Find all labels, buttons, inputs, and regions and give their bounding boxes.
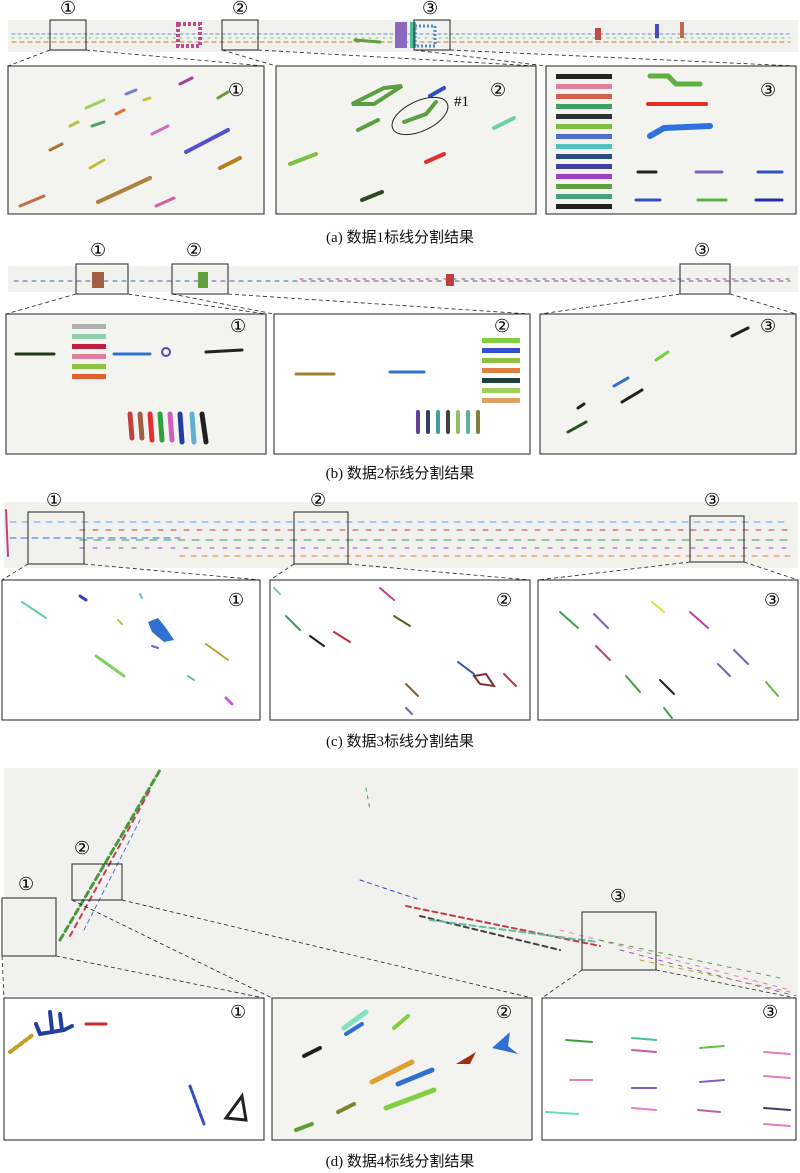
- panel-b-label-2: ②: [186, 240, 203, 261]
- panel-a-selection-2: [221, 19, 259, 51]
- panel-d-overview-marks: [58, 768, 797, 997]
- panel-a-label-2: ②: [232, 0, 249, 19]
- panel-b-zoom-3-marks: [566, 326, 750, 434]
- panel-b: [5, 263, 798, 455]
- panel-b-zoom-3-label: ③: [760, 316, 777, 337]
- panel-b-selection-1: [75, 263, 129, 295]
- panel-a-zoom-1-label: ①: [228, 80, 245, 101]
- panel-a-zoom-2: [275, 65, 537, 215]
- panel-b-zoom-2-label: ②: [494, 316, 511, 337]
- panel-d-overview: [4, 768, 798, 996]
- panel-a-zoom-1-marks: [18, 76, 242, 208]
- panel-a-selection-3: [413, 19, 451, 51]
- panel-a-caption: (a) 数据1标线分割结果: [326, 230, 474, 246]
- panel-d: [1, 768, 798, 1141]
- panel-d-zoom-3-label: ③: [762, 1002, 779, 1023]
- panel-b-overview-marks: [13, 272, 791, 288]
- panel-a-zoom-1: [7, 65, 265, 215]
- panel-c-zoom-2-marks: [273, 587, 517, 715]
- panel-a-label-1: ①: [60, 0, 77, 19]
- panel-d-zoom-2-label: ②: [496, 1002, 513, 1023]
- panel-c-selection-1: [27, 511, 85, 565]
- panel-c-selection-2: [293, 511, 349, 565]
- panel-a-zoom-2-marks: [288, 84, 516, 202]
- panel-b-zoom-1-label: ①: [230, 316, 247, 337]
- panel-b-label-3: ③: [694, 240, 711, 261]
- panel-b-zoom-1: [5, 313, 267, 455]
- panel-d-label-3: ③: [610, 886, 627, 907]
- panel-c-overview-strip: [4, 502, 798, 568]
- panel-a-annotation: #1: [454, 94, 469, 110]
- panel-c-zoom-3-label: ③: [764, 590, 781, 611]
- panel-d-caption: (d) 数据4标线分割结果: [325, 1154, 475, 1170]
- panel-b-zoom-2-marks: [294, 338, 520, 434]
- panel-d-label-1: ①: [18, 874, 35, 895]
- panel-c-label-1: ①: [46, 490, 63, 511]
- panel-b-zoom-1-marks: [14, 324, 244, 445]
- panel-b-label-1: ①: [90, 240, 107, 261]
- panel-c: [1, 502, 799, 721]
- panel-b-zoom-2: [273, 313, 531, 455]
- panel-b-selection-3: [679, 263, 731, 295]
- panel-c-label-3: ③: [704, 490, 721, 511]
- panel-d-zoom-1-marks: [8, 1010, 248, 1126]
- panel-d-zoom-1: [3, 997, 265, 1141]
- panel-c-label-2: ②: [310, 490, 327, 511]
- panel-d-zoom-2-marks: [294, 1009, 518, 1132]
- panel-c-selection-3: [689, 515, 745, 563]
- panel-b-overview-strip: [8, 266, 798, 292]
- panel-a-zoom-2-label: ②: [490, 80, 507, 101]
- panel-d-selection-2: [71, 863, 123, 901]
- panel-c-zoom-1-label: ①: [228, 590, 245, 611]
- panel-d-label-2: ②: [74, 838, 91, 859]
- panel-b-selection-2: [171, 263, 229, 295]
- panel-a: [7, 19, 798, 215]
- panel-c-zoom-1-marks: [21, 593, 234, 706]
- panel-d-selection-3: [581, 911, 657, 971]
- panel-d-zoom-3-marks: [545, 1037, 791, 1127]
- panel-d-zoom-3: [541, 997, 797, 1141]
- panel-a-zoom-3-label: ③: [760, 80, 777, 101]
- panel-c-zoom-1: [1, 579, 261, 721]
- panel-b-zoom-3: [539, 313, 797, 455]
- panel-c-zoom-3-marks: [559, 601, 779, 719]
- panel-a-zoom-3-marks: [556, 73, 784, 209]
- panel-c-overview-marks: [5, 509, 791, 557]
- panel-c-zoom-3: [537, 579, 799, 721]
- panel-a-zoom-3: [545, 65, 797, 215]
- panel-a-selection-1: [49, 19, 87, 51]
- panel-d-zoom-1-label: ①: [230, 1002, 247, 1023]
- panel-a-label-3: ③: [422, 0, 439, 19]
- panel-c-zoom-2: [269, 579, 531, 721]
- panel-d-selection-1: [1, 897, 57, 957]
- panel-c-caption: (c) 数据3标线分割结果: [326, 734, 474, 750]
- panel-b-caption: (b) 数据2标线分割结果: [325, 466, 475, 482]
- panel-c-zoom-2-label: ②: [496, 590, 513, 611]
- panel-a-overview-marks: [11, 22, 791, 48]
